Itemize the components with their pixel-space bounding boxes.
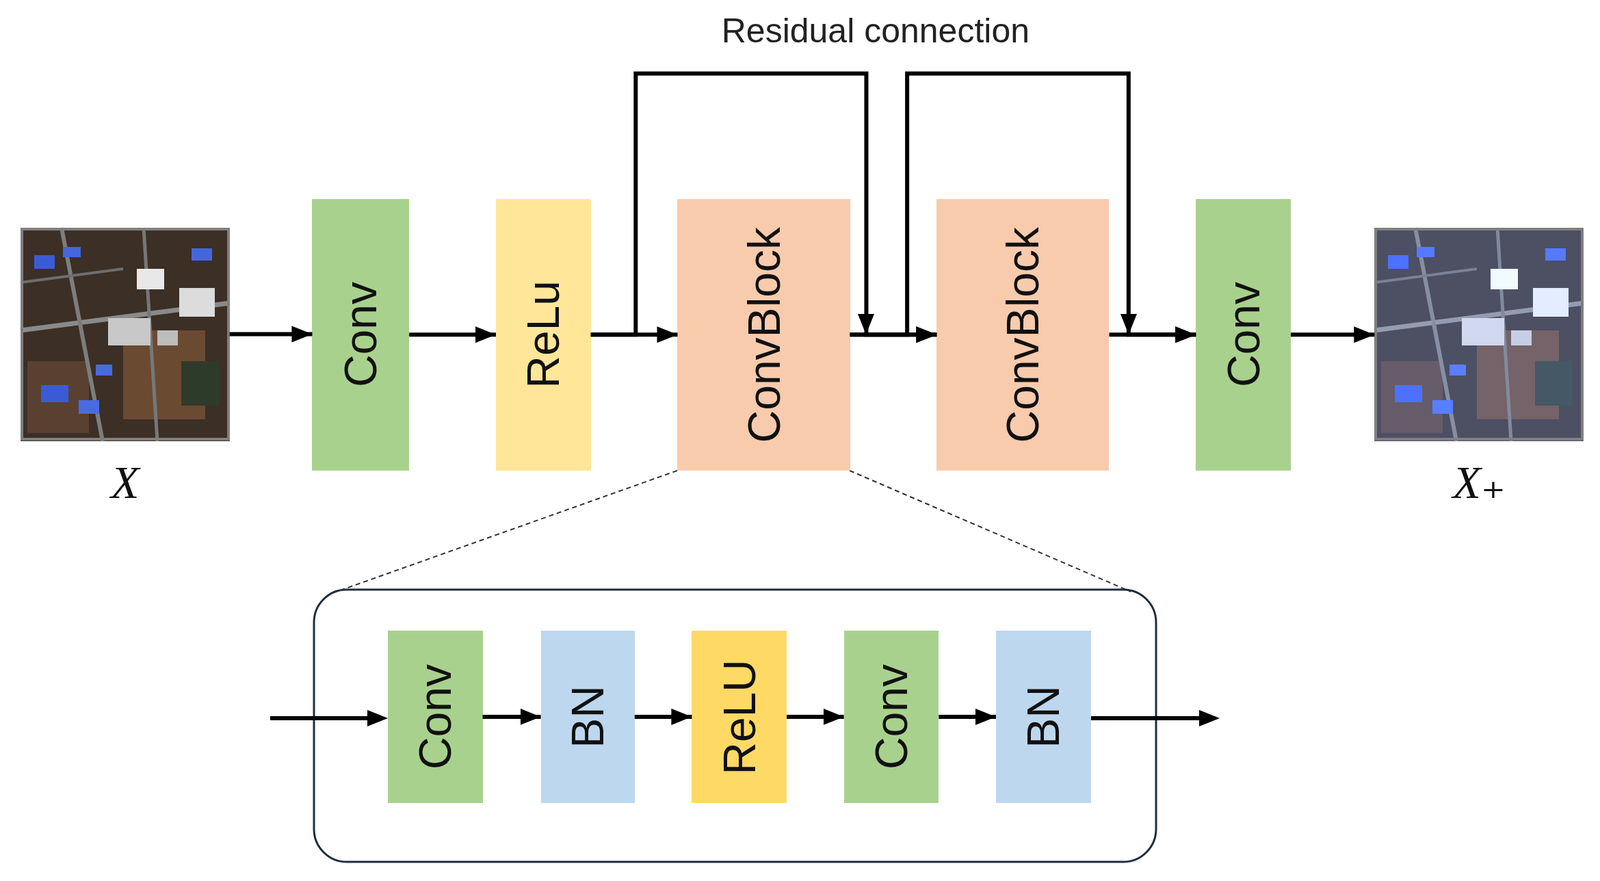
residual-merge-arrowhead xyxy=(857,313,875,335)
input-image: X xyxy=(20,227,230,442)
bn-layer: BN xyxy=(541,630,635,804)
layer-name: ConvBlock xyxy=(1000,227,1046,443)
flow-arrow xyxy=(409,332,496,337)
convblock-detail-frame xyxy=(313,589,1157,862)
layer-name: BN xyxy=(1020,685,1066,749)
block-input-wire xyxy=(270,716,370,721)
layer-name: Conv xyxy=(412,664,458,770)
arrowhead xyxy=(367,710,388,727)
conv-layer: Conv xyxy=(1195,199,1291,471)
output-image: X₊ xyxy=(1374,227,1584,442)
layer-name: BN xyxy=(565,685,611,749)
zoom-leader-line xyxy=(336,470,678,592)
arrowhead xyxy=(1199,710,1220,727)
flow-arrow xyxy=(938,714,996,719)
conv-block: ConvBlock xyxy=(677,199,850,471)
flow-arrow xyxy=(850,332,938,337)
layer-name: Conv xyxy=(868,664,914,770)
layer-name: Conv xyxy=(1221,281,1267,388)
flow-arrow xyxy=(1108,332,1196,337)
residual-label: Residual connection xyxy=(721,10,1030,51)
layer-name: ReLu xyxy=(520,280,566,389)
flow-arrow xyxy=(634,714,693,719)
layer-name: Conv xyxy=(337,281,384,388)
conv-layer: Conv xyxy=(311,199,410,471)
flow-arrow xyxy=(229,332,313,337)
input-image-illustration xyxy=(20,227,230,442)
image-label: X₊ xyxy=(1335,456,1600,509)
layer-name: ReLU xyxy=(716,659,763,776)
conv-block: ConvBlock xyxy=(936,199,1109,471)
image-label: X xyxy=(0,456,269,509)
layer-name: ConvBlock xyxy=(741,227,787,443)
bn-layer: BN xyxy=(995,630,1092,804)
relu-layer: ReLU xyxy=(691,630,787,804)
flow-arrow xyxy=(1290,332,1375,337)
relu-layer: ReLu xyxy=(495,199,592,471)
flow-arrow xyxy=(591,332,678,337)
residual-merge-arrowhead xyxy=(1120,313,1137,335)
zoom-leader-line xyxy=(849,470,1131,592)
flow-arrow xyxy=(786,714,845,719)
output-image-illustration xyxy=(1374,227,1584,442)
block-output-wire xyxy=(1091,716,1202,721)
conv-layer: Conv xyxy=(844,630,940,804)
conv-layer: Conv xyxy=(387,630,483,804)
flow-arrow xyxy=(482,714,542,719)
